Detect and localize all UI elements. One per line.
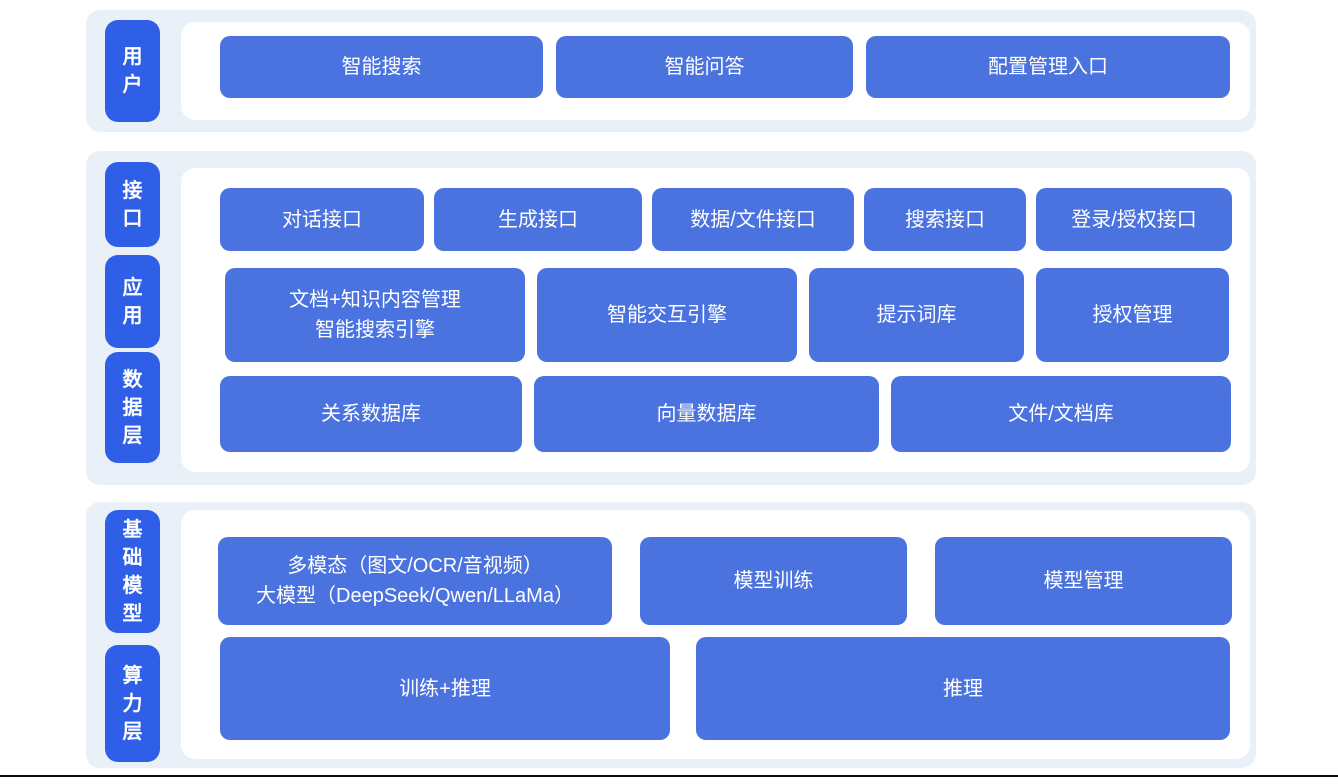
band-middle: 接口 应用 数据层 对话接口 生成接口 数据/文件接口 搜索接口 xyxy=(86,151,1256,485)
block-inference-label: 推理 xyxy=(943,677,983,700)
block-training-inference: 训练+推理 xyxy=(220,637,670,740)
block-config-entry-label: 配置管理入口 xyxy=(988,56,1108,78)
band-middle-content: 对话接口 生成接口 数据/文件接口 搜索接口 登录/授权接口 文档+知识内容管理 xyxy=(181,168,1250,472)
block-generation-api-label: 生成接口 xyxy=(498,208,578,231)
block-vector-db: 向量数据库 xyxy=(534,376,879,452)
row-compute: 训练+推理 推理 xyxy=(220,637,1230,740)
layer-tab-interface: 接口 xyxy=(105,162,160,247)
block-dialog-api-label: 对话接口 xyxy=(282,208,362,231)
layer-tab-data-layer-label: 数据层 xyxy=(122,368,143,447)
block-relational-db-label: 关系数据库 xyxy=(321,403,421,425)
block-prompt-library-label: 提示词库 xyxy=(876,304,957,326)
block-multimodal-llm-line2: 大模型（DeepSeek/Qwen/LLaMa） xyxy=(256,585,574,607)
block-relational-db: 关系数据库 xyxy=(220,376,522,452)
layer-tab-user-label: 用户 xyxy=(122,46,143,96)
row-models: 多模态（图文/OCR/音视频） 大模型（DeepSeek/Qwen/LLaMa）… xyxy=(218,537,1232,625)
layer-tab-user: 用户 xyxy=(105,20,160,122)
block-generation-api: 生成接口 xyxy=(434,188,642,251)
block-file-doc-store-label: 文件/文档库 xyxy=(1008,403,1114,425)
block-interaction-engine: 智能交互引擎 xyxy=(537,268,797,362)
block-multimodal-llm-line1: 多模态（图文/OCR/音视频） xyxy=(287,555,543,577)
block-smart-qa: 智能问答 xyxy=(556,36,853,98)
block-vector-db-label: 向量数据库 xyxy=(656,403,757,425)
layer-tab-interface-label: 接口 xyxy=(122,179,143,230)
layer-tab-compute-layer: 算力层 xyxy=(105,645,160,762)
block-login-auth-api: 登录/授权接口 xyxy=(1036,188,1232,251)
block-search-api-label: 搜索接口 xyxy=(905,208,985,231)
block-model-management-label: 模型管理 xyxy=(1043,570,1124,592)
band-foundation-content: 多模态（图文/OCR/音视频） 大模型（DeepSeek/Qwen/LLaMa）… xyxy=(181,510,1250,759)
block-file-doc-store: 文件/文档库 xyxy=(891,376,1231,452)
block-search-api: 搜索接口 xyxy=(864,188,1026,251)
band-user-content: 智能搜索 智能问答 配置管理入口 xyxy=(181,22,1250,120)
bottom-divider-line xyxy=(0,775,1338,777)
layer-tab-foundation-model-label: 基础模型 xyxy=(122,518,143,625)
block-model-management: 模型管理 xyxy=(935,537,1232,625)
band-foundation: 基础模型 算力层 多模态（图文/OCR/音视频） 大模型（DeepSeek/Qw… xyxy=(86,502,1256,768)
block-login-auth-api-label: 登录/授权接口 xyxy=(1071,208,1197,231)
row-applications: 文档+知识内容管理 智能搜索引擎 智能交互引擎 提示词库 授权管理 xyxy=(225,268,1229,362)
block-data-file-api-label: 数据/文件接口 xyxy=(690,208,816,231)
block-auth-management-label: 授权管理 xyxy=(1092,304,1173,326)
layer-tab-foundation-model: 基础模型 xyxy=(105,510,160,633)
row-data-stores: 关系数据库 向量数据库 文件/文档库 xyxy=(220,376,1231,452)
block-inference: 推理 xyxy=(696,637,1230,740)
layer-tab-application-label: 应用 xyxy=(122,276,143,327)
block-multimodal-llm: 多模态（图文/OCR/音视频） 大模型（DeepSeek/Qwen/LLaMa） xyxy=(218,537,612,625)
block-doc-knowledge-line2: 智能搜索引擎 xyxy=(315,319,435,341)
layer-tab-application: 应用 xyxy=(105,255,160,348)
block-smart-qa-label: 智能问答 xyxy=(664,56,745,78)
layer-tab-compute-layer-label: 算力层 xyxy=(122,664,143,743)
block-data-file-api: 数据/文件接口 xyxy=(652,188,854,251)
row-user-entries: 智能搜索 智能问答 配置管理入口 xyxy=(220,36,1230,98)
block-auth-management: 授权管理 xyxy=(1036,268,1229,362)
layer-tab-data-layer: 数据层 xyxy=(105,352,160,463)
block-model-training: 模型训练 xyxy=(640,537,907,625)
block-dialog-api: 对话接口 xyxy=(220,188,424,251)
row-interfaces: 对话接口 生成接口 数据/文件接口 搜索接口 登录/授权接口 xyxy=(220,188,1232,251)
block-model-training-label: 模型训练 xyxy=(733,570,814,592)
band-user: 用户 智能搜索 智能问答 配置管理入口 xyxy=(86,10,1256,132)
block-smart-search: 智能搜索 xyxy=(220,36,543,98)
block-prompt-library: 提示词库 xyxy=(809,268,1024,362)
block-doc-knowledge-line1: 文档+知识内容管理 xyxy=(289,289,461,311)
block-smart-search-label: 智能搜索 xyxy=(341,56,422,78)
block-config-entry: 配置管理入口 xyxy=(866,36,1230,98)
block-interaction-engine-label: 智能交互引擎 xyxy=(607,304,727,326)
block-training-inference-label: 训练+推理 xyxy=(399,677,491,700)
block-doc-knowledge-search-engine: 文档+知识内容管理 智能搜索引擎 xyxy=(225,268,525,362)
